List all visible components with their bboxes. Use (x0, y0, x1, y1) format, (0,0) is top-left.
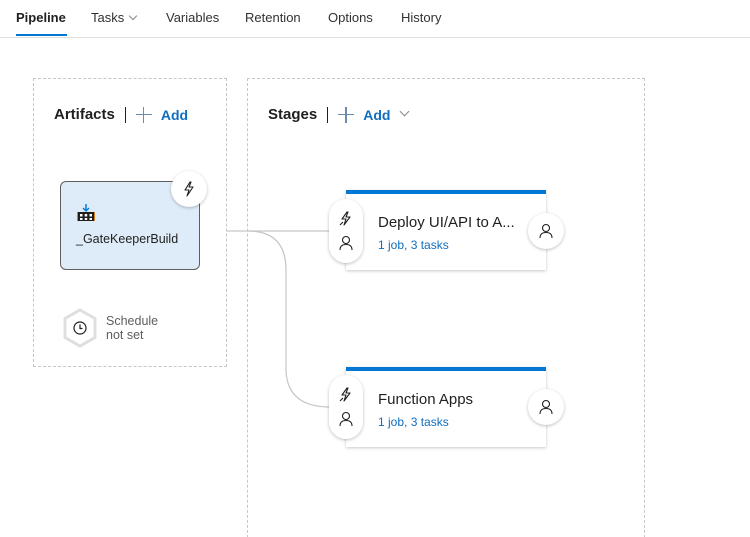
post-deployment-conditions-button[interactable] (528, 213, 564, 249)
hexagon-badge (63, 308, 97, 348)
divider (327, 106, 329, 123)
schedule-line-2: not set (106, 328, 144, 342)
tab-variables[interactable]: Variables (166, 10, 220, 25)
artifact-card[interactable]: _GateKeeperBuild (60, 181, 200, 270)
artifacts-title: Artifacts (54, 106, 115, 123)
add-stage-label: Add (363, 106, 391, 123)
stages-header: Stages Add (268, 106, 410, 123)
schedule-status: Schedule not set (106, 314, 158, 342)
clock-icon (73, 321, 87, 335)
person-icon (539, 399, 553, 415)
tab-retention[interactable]: Retention (245, 10, 301, 25)
build-artifact-icon (77, 204, 95, 221)
stage-name: Function Apps (378, 391, 474, 408)
lightning-icon (339, 387, 351, 402)
stage-card[interactable]: Function Apps 1 job, 3 tasks (346, 367, 546, 447)
schedule-trigger[interactable]: Schedule not set (62, 308, 158, 348)
stage-summary-link[interactable]: 1 job, 3 tasks (378, 238, 449, 252)
lightning-icon (339, 211, 351, 226)
stages-panel (247, 78, 645, 537)
tab-tasks-label: Tasks (91, 10, 125, 25)
add-stage-button[interactable]: Add (338, 106, 410, 123)
plus-icon (338, 106, 355, 123)
tab-pipeline[interactable]: Pipeline (16, 10, 66, 25)
schedule-line-1: Schedule (106, 314, 159, 328)
pre-deployment-conditions-button[interactable] (329, 199, 363, 263)
person-icon (539, 223, 553, 239)
active-tab-indicator (16, 34, 67, 36)
tab-options[interactable]: Options (328, 10, 373, 25)
tab-tasks[interactable]: Tasks (91, 10, 138, 25)
tab-bar: Pipeline Tasks Variables Retention Optio… (0, 0, 750, 38)
artifact-name: _GateKeeperBuild (76, 232, 179, 246)
divider (124, 106, 126, 123)
stage-name: Deploy UI/API to A... (378, 214, 515, 231)
stage-card[interactable]: Deploy UI/API to A... 1 job, 3 tasks (346, 190, 546, 270)
person-icon (339, 411, 353, 427)
person-icon (339, 235, 353, 251)
tab-history[interactable]: History (401, 10, 442, 25)
artifacts-header: Artifacts Add (54, 106, 188, 123)
add-artifact-label: Add (160, 106, 189, 123)
add-artifact-button[interactable]: Add (135, 106, 189, 123)
continuous-deployment-trigger-button[interactable] (171, 171, 207, 207)
lightning-icon (184, 181, 194, 197)
stages-title: Stages (268, 106, 318, 123)
pre-deployment-conditions-button[interactable] (329, 375, 363, 439)
plus-icon (135, 106, 152, 123)
stage-summary-link[interactable]: 1 job, 3 tasks (378, 415, 449, 429)
post-deployment-conditions-button[interactable] (528, 389, 564, 425)
artifacts-panel (33, 78, 227, 367)
